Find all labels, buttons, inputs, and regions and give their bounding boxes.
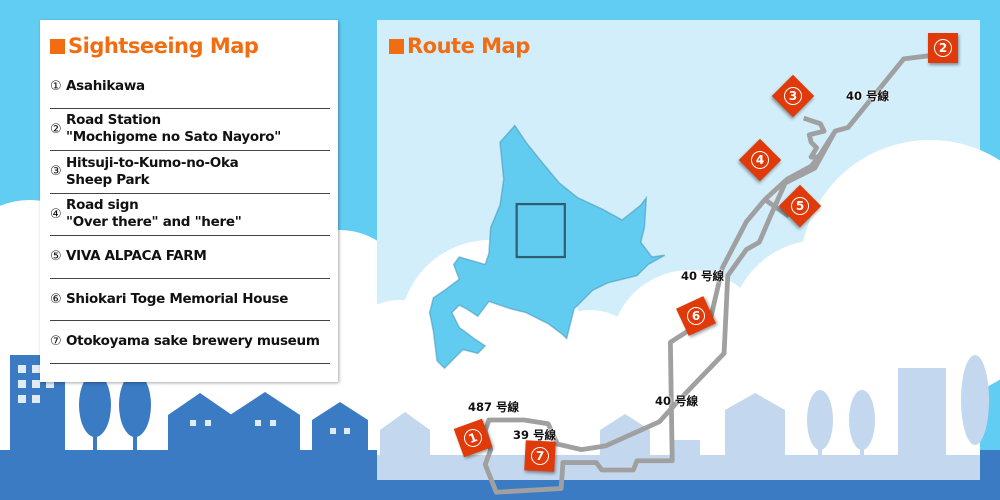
map-marker-2[interactable]: 2 [928, 33, 958, 63]
hokkaido-map [428, 52, 934, 495]
road-label: 39 号線 [513, 428, 557, 442]
road-label: 40 号線 [681, 269, 725, 283]
road-label: 40 号線 [846, 89, 890, 103]
route-lines [482, 52, 934, 495]
route-map-title: Route Map [389, 34, 530, 58]
map-marker-7[interactable]: 7 [524, 440, 556, 472]
route-map-background [340, 20, 1000, 480]
road-label: 487 号線 [468, 400, 520, 414]
sightseeing-title: Sightseeing Map [50, 34, 259, 58]
area-highlight-box [515, 202, 566, 259]
square-bullet-icon [389, 39, 404, 54]
square-bullet-icon [50, 39, 65, 54]
road-label: 40 号線 [655, 394, 699, 408]
